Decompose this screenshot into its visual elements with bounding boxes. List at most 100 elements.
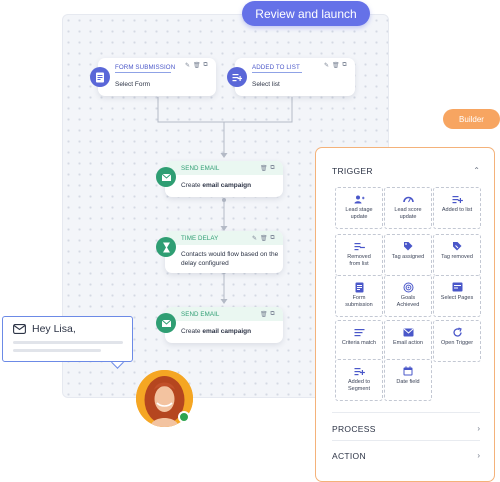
tile-label: Open Trigger xyxy=(440,340,474,346)
copy-icon[interactable]: ⧉ xyxy=(342,62,347,68)
tile-select-pages[interactable]: Select Pages xyxy=(433,275,481,317)
tile-label: Tag removed xyxy=(441,254,473,260)
node-title-underline xyxy=(252,72,302,74)
tile-label: Lead score xyxy=(394,207,422,213)
copy-icon[interactable]: ⧉ xyxy=(203,62,208,68)
node-description: Select list xyxy=(252,81,280,88)
node-description: Create email campaign xyxy=(181,182,252,189)
tile-label: Added to list xyxy=(441,207,473,213)
form-icon xyxy=(355,282,364,292)
refresh-icon xyxy=(452,326,463,337)
tile-open-trigger[interactable]: Open Trigger xyxy=(433,320,481,362)
tile-label: Removed xyxy=(347,254,371,260)
tag-remove-icon xyxy=(452,241,462,251)
envelope-icon xyxy=(13,321,26,339)
time-delay-node[interactable]: TIME DELAY ✎ 🗑 ⧉ Contacts would flow bas… xyxy=(156,231,283,273)
calendar-icon xyxy=(403,366,413,376)
list-add-icon xyxy=(452,194,463,204)
tile-label: Form xyxy=(352,295,366,301)
email-icon xyxy=(156,167,176,187)
chat-greeting: Hey Lisa, xyxy=(32,323,76,335)
node-header xyxy=(165,307,283,321)
tile-label: Date field xyxy=(396,379,420,385)
list-remove-icon xyxy=(354,241,365,251)
tile-added-to-list[interactable]: Added to list xyxy=(433,187,481,229)
delete-icon[interactable]: 🗑 xyxy=(260,166,268,172)
node-description: Select Form xyxy=(115,81,151,88)
online-status-indicator xyxy=(178,411,190,423)
tile-criteria-match[interactable]: Criteria match xyxy=(335,320,383,362)
delete-icon[interactable]: 🗑 xyxy=(260,312,268,318)
send-email-node-1[interactable]: SEND EMAIL 🗑 ⧉ Create email campaign xyxy=(156,161,283,197)
node-title: SEND EMAIL xyxy=(181,311,220,318)
tile-label-2: Achieved xyxy=(396,302,420,308)
delete-icon[interactable]: 🗑 xyxy=(193,63,201,69)
copy-icon[interactable]: ⧉ xyxy=(270,235,275,241)
chat-text-placeholder-line xyxy=(13,349,101,352)
tile-tag-assigned[interactable]: Tag assigned xyxy=(384,234,432,276)
tile-tag-removed[interactable]: Tag removed xyxy=(433,234,481,276)
gauge-icon xyxy=(402,194,414,204)
list-add-icon xyxy=(227,67,247,87)
edit-icon[interactable]: ✎ xyxy=(251,236,258,242)
hourglass-icon xyxy=(156,237,176,257)
node-title: ADDED TO LIST xyxy=(252,64,300,71)
tile-email-action[interactable]: Email action xyxy=(384,320,432,362)
send-email-node-2[interactable]: SEND EMAIL 🗑 ⧉ Create email campaign xyxy=(156,307,283,343)
email-icon xyxy=(156,313,176,333)
delete-icon[interactable]: 🗑 xyxy=(260,236,268,242)
tile-label-2: update xyxy=(399,214,417,220)
chevron-up-icon[interactable]: ⌃ xyxy=(473,166,480,175)
user-icon xyxy=(354,194,365,204)
node-title: SEND EMAIL xyxy=(181,165,220,172)
trigger-section-label[interactable]: TRIGGER xyxy=(332,166,373,176)
node-description: Contacts would flow based on the delay c… xyxy=(181,251,279,267)
form-icon xyxy=(90,67,110,87)
edit-icon[interactable]: ✎ xyxy=(323,63,330,69)
tile-date-field[interactable]: Date field xyxy=(384,359,432,401)
target-icon xyxy=(403,282,414,292)
review-and-launch-button[interactable]: Review and launch xyxy=(242,1,370,26)
divider xyxy=(332,412,480,413)
node-description: Create email campaign xyxy=(181,328,252,335)
tile-label: Tag assigned xyxy=(391,254,425,260)
tile-label: Criteria match xyxy=(341,340,377,346)
tile-label: Added to xyxy=(347,379,371,385)
copy-icon[interactable]: ⧉ xyxy=(270,311,275,317)
process-section-label[interactable]: PROCESS xyxy=(332,424,376,434)
builder-badge: Builder xyxy=(443,109,500,129)
delete-icon[interactable]: 🗑 xyxy=(332,63,340,69)
node-header xyxy=(165,161,283,175)
node-title: TIME DELAY xyxy=(181,235,219,242)
node-title-underline xyxy=(115,72,171,74)
divider xyxy=(332,440,480,441)
tile-label: Email action xyxy=(393,340,423,346)
tile-label: Lead stage xyxy=(345,207,373,213)
form-submission-node[interactable]: FORM SUBMISSION Select Form ✎ 🗑 ⧉ xyxy=(90,58,216,96)
tile-label-2: Segment xyxy=(347,386,370,392)
email-icon xyxy=(403,327,414,337)
node-header xyxy=(165,231,283,245)
chevron-right-icon[interactable]: › xyxy=(477,424,480,433)
action-section-label[interactable]: ACTION xyxy=(332,451,366,461)
tile-label: Goals xyxy=(400,295,416,301)
chat-bubble xyxy=(2,316,133,362)
tag-icon xyxy=(403,241,413,251)
criteria-icon xyxy=(354,327,365,337)
added-to-list-node[interactable]: ADDED TO LIST Select list ✎ 🗑 ⧉ xyxy=(227,58,355,96)
node-title: FORM SUBMISSION xyxy=(115,64,176,71)
tile-label: Select Pages xyxy=(440,295,474,301)
tile-label-2: submission xyxy=(345,302,373,308)
chevron-right-icon[interactable]: › xyxy=(477,451,480,460)
segment-icon xyxy=(354,366,365,376)
chat-text-placeholder-line xyxy=(13,341,123,344)
copy-icon[interactable]: ⧉ xyxy=(270,165,275,171)
edit-icon[interactable]: ✎ xyxy=(184,63,191,69)
